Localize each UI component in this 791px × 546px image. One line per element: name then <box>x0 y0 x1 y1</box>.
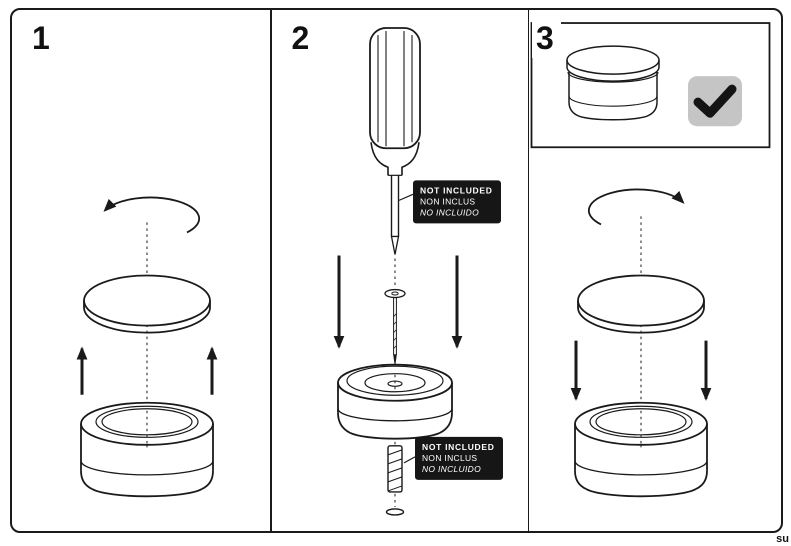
step-1-drawing <box>76 196 218 498</box>
base-bottom-corner-left <box>574 470 587 490</box>
not-included-text-en: NOT INCLUDED <box>422 442 495 452</box>
doorstop-base <box>336 363 453 440</box>
callout-pointer-line <box>403 456 415 464</box>
product-cap-top <box>566 45 660 75</box>
panel-divider-1 <box>270 10 272 531</box>
step-3-drawing <box>530 22 771 498</box>
anchor-rib-5 <box>387 485 402 492</box>
callout-pointer-line <box>398 193 413 201</box>
not-included-text-fr: NON INCLUS <box>420 196 475 206</box>
base-seam-line <box>80 460 214 476</box>
not-included-callout-anchor: NOT INCLUDED NON INCLUS NO INCLUIDO <box>403 436 503 480</box>
not-included-text-es: NO INCLUIDO <box>420 207 479 217</box>
anchor-footprint <box>385 508 404 516</box>
not-included-text-en: NOT INCLUDED <box>420 185 493 195</box>
base-bottom-edge <box>91 488 203 498</box>
callout-box <box>414 436 503 480</box>
cap-top-face <box>577 274 705 327</box>
instruction-sheet: 1 <box>10 8 783 533</box>
not-included-callout-screwdriver: NOT INCLUDED NON INCLUS NO INCLUIDO <box>398 180 501 224</box>
base-top-inner-ring <box>345 365 444 396</box>
step-2-drawing: NOT INCLUDED NON INCLUS NO INCLUIDO NOT … <box>333 27 503 516</box>
handle-neck-left <box>369 142 389 176</box>
screwdriver-handle <box>368 27 421 150</box>
screwdriver-icon <box>368 27 421 255</box>
result-inset <box>530 22 771 149</box>
step-1-panel: 1 <box>12 10 270 531</box>
washer-icon <box>383 288 406 299</box>
screw-thread-2 <box>392 321 397 325</box>
anchor-rib-2 <box>387 458 402 465</box>
product-bottom-corner-right <box>646 102 658 117</box>
base-bottom-corner-right <box>201 470 214 490</box>
anchor-rib-3 <box>387 467 402 474</box>
screw-tip <box>392 354 397 365</box>
base-bottom-corner-right <box>695 470 708 490</box>
base-bottom-edge <box>349 432 440 440</box>
checkmark-icon <box>693 84 737 118</box>
assembled-product <box>566 45 660 121</box>
cap-rim-edge <box>577 300 705 334</box>
step-1-number: 1 <box>32 20 50 56</box>
product-bottom-corner-left <box>568 102 580 117</box>
rotate-ccw-arrow-icon <box>103 196 201 234</box>
base-seam-line <box>336 408 453 422</box>
step-3-panel: 3 <box>529 10 780 531</box>
product-cap-rim <box>566 60 660 82</box>
washer-outer <box>383 288 406 299</box>
anchor-rib-4 <box>387 476 402 483</box>
washer-hole <box>390 291 399 296</box>
base-bottom-corner-left <box>80 470 93 490</box>
not-included-text-es: NO INCLUIDO <box>422 464 481 474</box>
panel-divider-2 <box>527 10 529 531</box>
base-bottom-edge <box>585 488 697 498</box>
step-2-panel: 2 <box>272 10 528 531</box>
not-included-text-fr: NON INCLUS <box>422 453 477 463</box>
anchor-rib-1 <box>387 449 402 456</box>
screw-icon <box>392 297 397 365</box>
step-2-number: 2 <box>291 20 310 56</box>
footer-text: su <box>776 533 789 545</box>
callout-box <box>412 180 501 224</box>
cap-disc <box>83 274 211 334</box>
product-groove <box>567 71 659 83</box>
base-bottom-corner-left <box>336 412 350 434</box>
doorstop-base <box>574 401 708 498</box>
screw-thread-1 <box>392 313 397 317</box>
screw-thread-4 <box>392 337 397 341</box>
rotate-cw-arrow-icon <box>587 188 685 226</box>
handle-neck-right <box>400 142 420 176</box>
base-bottom-corner-right <box>439 412 453 434</box>
phillips-tip <box>390 235 399 255</box>
cap-disc <box>577 274 705 334</box>
screw-thread-5 <box>392 345 397 349</box>
anchor-icon <box>385 441 404 516</box>
base-recess-ring <box>363 373 426 393</box>
check-button <box>688 76 742 127</box>
step-3-number: 3 <box>532 20 561 58</box>
cap-rim-edge <box>83 300 211 334</box>
screw-thread-3 <box>392 329 397 333</box>
cap-top-face <box>83 274 211 327</box>
doorstop-base <box>80 401 214 498</box>
product-bottom-edge <box>578 115 648 121</box>
base-seam-line <box>574 460 708 476</box>
product-seam <box>568 96 658 107</box>
